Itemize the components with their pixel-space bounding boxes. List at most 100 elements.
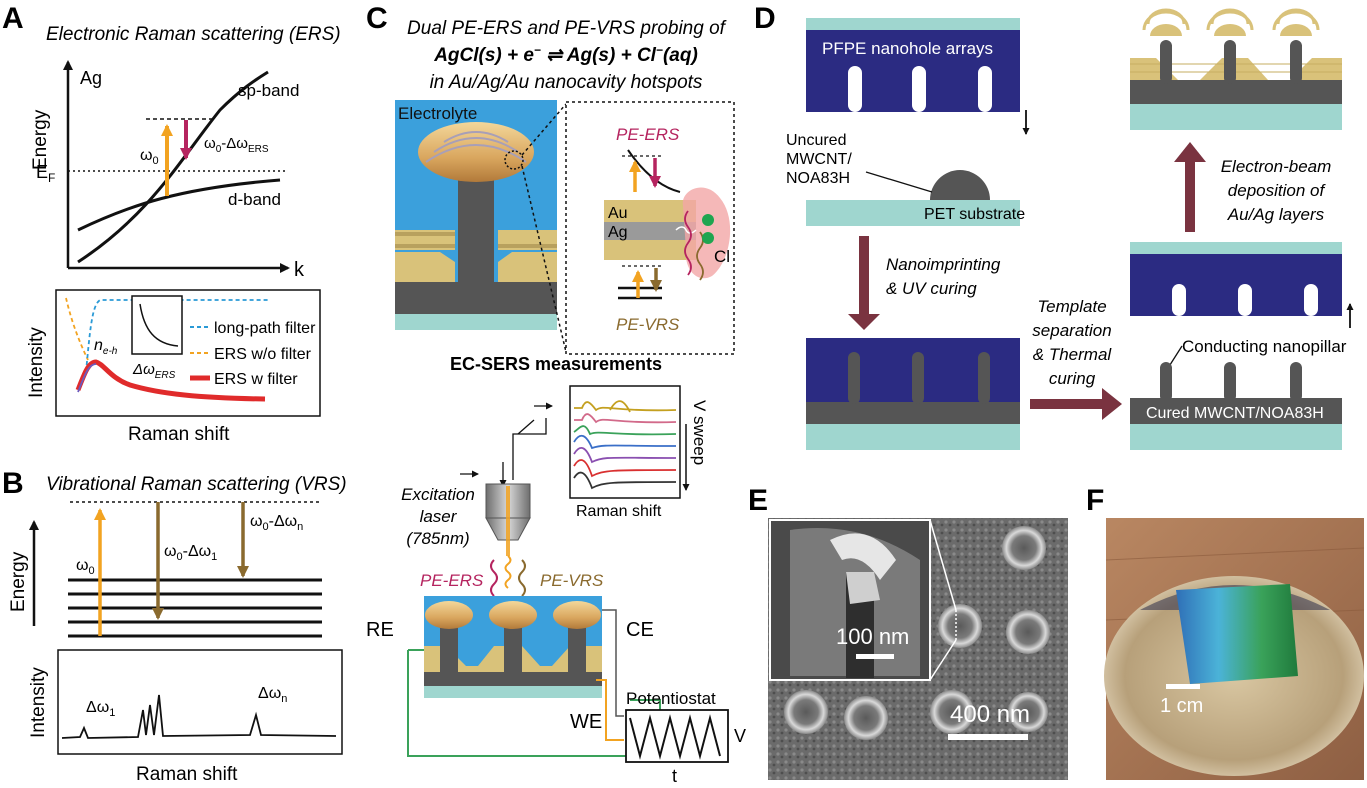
c-excitation-1: Excitation bbox=[401, 485, 475, 504]
c-t-label: t bbox=[672, 766, 677, 786]
b-energy-label: Energy bbox=[8, 551, 29, 612]
a-ers-w-filter bbox=[75, 359, 266, 402]
e-inset-line-2 bbox=[929, 639, 957, 681]
d-uncured-1: Uncured bbox=[786, 132, 846, 149]
a-inset-curve bbox=[139, 303, 179, 347]
d-uncured-2: MWCNT/ bbox=[786, 151, 852, 168]
panel-a-title: Electronic Raman scattering (ERS) bbox=[46, 24, 341, 45]
c-nanocavity bbox=[395, 100, 557, 330]
d-step2-4: curing bbox=[1049, 369, 1096, 388]
panel-e-letter: E bbox=[748, 484, 768, 517]
c-ce-wire bbox=[602, 609, 624, 717]
c-raman-shift-label: Raman shift bbox=[576, 503, 662, 520]
c-ers-photon bbox=[490, 559, 498, 597]
a-d-band bbox=[77, 178, 281, 232]
c-cl-label: Cl bbox=[714, 247, 730, 266]
d-pfpe-label: PFPE nanohole arrays bbox=[822, 39, 993, 58]
e-inset-line-1 bbox=[929, 519, 957, 611]
d-step1-arrow-head bbox=[848, 314, 880, 330]
b-intensity-label: Intensity bbox=[28, 667, 49, 738]
c-excitation-3: (785nm) bbox=[406, 529, 469, 548]
e-scale-inset-bar bbox=[856, 654, 894, 659]
c-cl-atom-1 bbox=[702, 214, 714, 226]
b-peakn-label: Δωn bbox=[258, 685, 287, 705]
c-re-label: RE bbox=[366, 619, 394, 641]
a-legend-1: long-path filter bbox=[214, 320, 316, 337]
d-cured-pillars bbox=[1130, 362, 1342, 450]
d-imprinted-stack bbox=[806, 338, 1020, 450]
c-bond-squiggle bbox=[675, 226, 697, 234]
a-legend-2: ERS w/o filter bbox=[214, 346, 312, 363]
d-step3-arrow-head bbox=[1174, 142, 1206, 162]
c-pe-ers-label-2: PE-ERS bbox=[420, 571, 484, 590]
d-droplet bbox=[930, 170, 990, 200]
c-layer-stack bbox=[604, 200, 696, 260]
c-zoom-line-bottom bbox=[521, 165, 567, 353]
c-pe-ers-label: PE-ERS bbox=[616, 125, 680, 144]
a-metal-label: Ag bbox=[80, 68, 102, 88]
c-zoom-line-top bbox=[521, 103, 567, 156]
c-ers-wave bbox=[684, 210, 692, 276]
b-spectrum-frame bbox=[57, 649, 343, 755]
c-pe-vrs-label-2: PE-VRS bbox=[540, 571, 604, 590]
a-sp-band-label: sp-band bbox=[238, 81, 299, 100]
a-legend-3: ERS w filter bbox=[214, 371, 298, 388]
c-ag-label: Ag bbox=[608, 224, 628, 241]
b-raman-shift-label: Raman shift bbox=[136, 764, 238, 785]
a-d-band-label: d-band bbox=[228, 190, 281, 209]
a-energy-label: Energy bbox=[30, 109, 51, 170]
c-ce-label: CE bbox=[626, 619, 654, 641]
d-cured-label: Cured MWCNT/NOA83H bbox=[1146, 405, 1324, 422]
a-ers-wo-filter bbox=[65, 297, 89, 361]
panel-b-title: Vibrational Raman scattering (VRS) bbox=[46, 474, 347, 495]
f-scale-label: 1 cm bbox=[1160, 695, 1203, 717]
d-step3-3: Au/Ag layers bbox=[1227, 205, 1325, 224]
a-omega0-label: ω0 bbox=[140, 147, 159, 167]
c-cl-atom-2 bbox=[702, 232, 714, 244]
panel-a-letter: A bbox=[2, 2, 24, 35]
a-raman-shift-label: Raman shift bbox=[128, 424, 230, 445]
d-uncured-3: NOA83H bbox=[786, 170, 850, 187]
a-inset-x-label: ΔωERS bbox=[132, 361, 176, 381]
c-v-label: V bbox=[734, 726, 746, 746]
f-photo bbox=[1104, 518, 1365, 780]
c-objective bbox=[485, 483, 531, 589]
d-nanopillar-label: Conducting nanopillar bbox=[1182, 337, 1347, 356]
c-triangle-wave bbox=[629, 714, 721, 760]
f-scale-bar bbox=[1166, 684, 1200, 689]
a-ers-overlap bbox=[77, 363, 97, 393]
c-excitation-2: laser bbox=[420, 507, 458, 526]
d-step2-2: separation bbox=[1032, 321, 1111, 340]
d-pfpe-mold bbox=[806, 18, 1020, 112]
b-vrs-spectrum bbox=[61, 694, 337, 739]
c-potentiostat-label: Potentiostat bbox=[626, 689, 716, 708]
panel-d-letter: D bbox=[754, 2, 776, 35]
c-title-line1: Dual PE-ERS and PE-VRS probing of bbox=[407, 18, 727, 39]
c-electrolyte-label: Electrolyte bbox=[398, 104, 477, 123]
a-fermi-label: EF bbox=[36, 162, 55, 185]
c-beam-path bbox=[512, 418, 547, 480]
panel-b-letter: B bbox=[2, 467, 24, 500]
a-k-label: k bbox=[294, 259, 305, 281]
c-beam-line bbox=[517, 419, 535, 435]
c-vrs-photon bbox=[518, 559, 526, 597]
a-neh-label: ne-h bbox=[94, 337, 118, 357]
d-final-structure bbox=[1130, 8, 1342, 130]
c-title-line3: in Au/Ag/Au nanocavity hotspots bbox=[430, 72, 703, 93]
b-shiftn-label: ω0-Δωn bbox=[250, 513, 303, 533]
e-sem-inset bbox=[769, 519, 931, 681]
c-title-equation: AgCl(s) + e− ⇌ Ag(s) + Cl−(aq) bbox=[433, 43, 698, 66]
c-pe-vrs-label: PE-VRS bbox=[616, 315, 680, 334]
d-step1-2: & UV curing bbox=[886, 279, 977, 298]
e-scale-main-label: 400 nm bbox=[950, 701, 1030, 728]
d-step3-1: Electron-beam bbox=[1221, 157, 1332, 176]
d-separated-mold bbox=[1130, 242, 1342, 316]
d-step2-arrow-head bbox=[1102, 388, 1122, 420]
d-step2-3: & Thermal bbox=[1033, 345, 1113, 364]
panel-f-letter: F bbox=[1086, 484, 1104, 517]
c-we-wire bbox=[596, 679, 624, 741]
a-sp-band bbox=[77, 70, 269, 264]
c-vsweep-label: V sweep bbox=[690, 400, 709, 465]
d-step2-1: Template bbox=[1037, 297, 1106, 316]
